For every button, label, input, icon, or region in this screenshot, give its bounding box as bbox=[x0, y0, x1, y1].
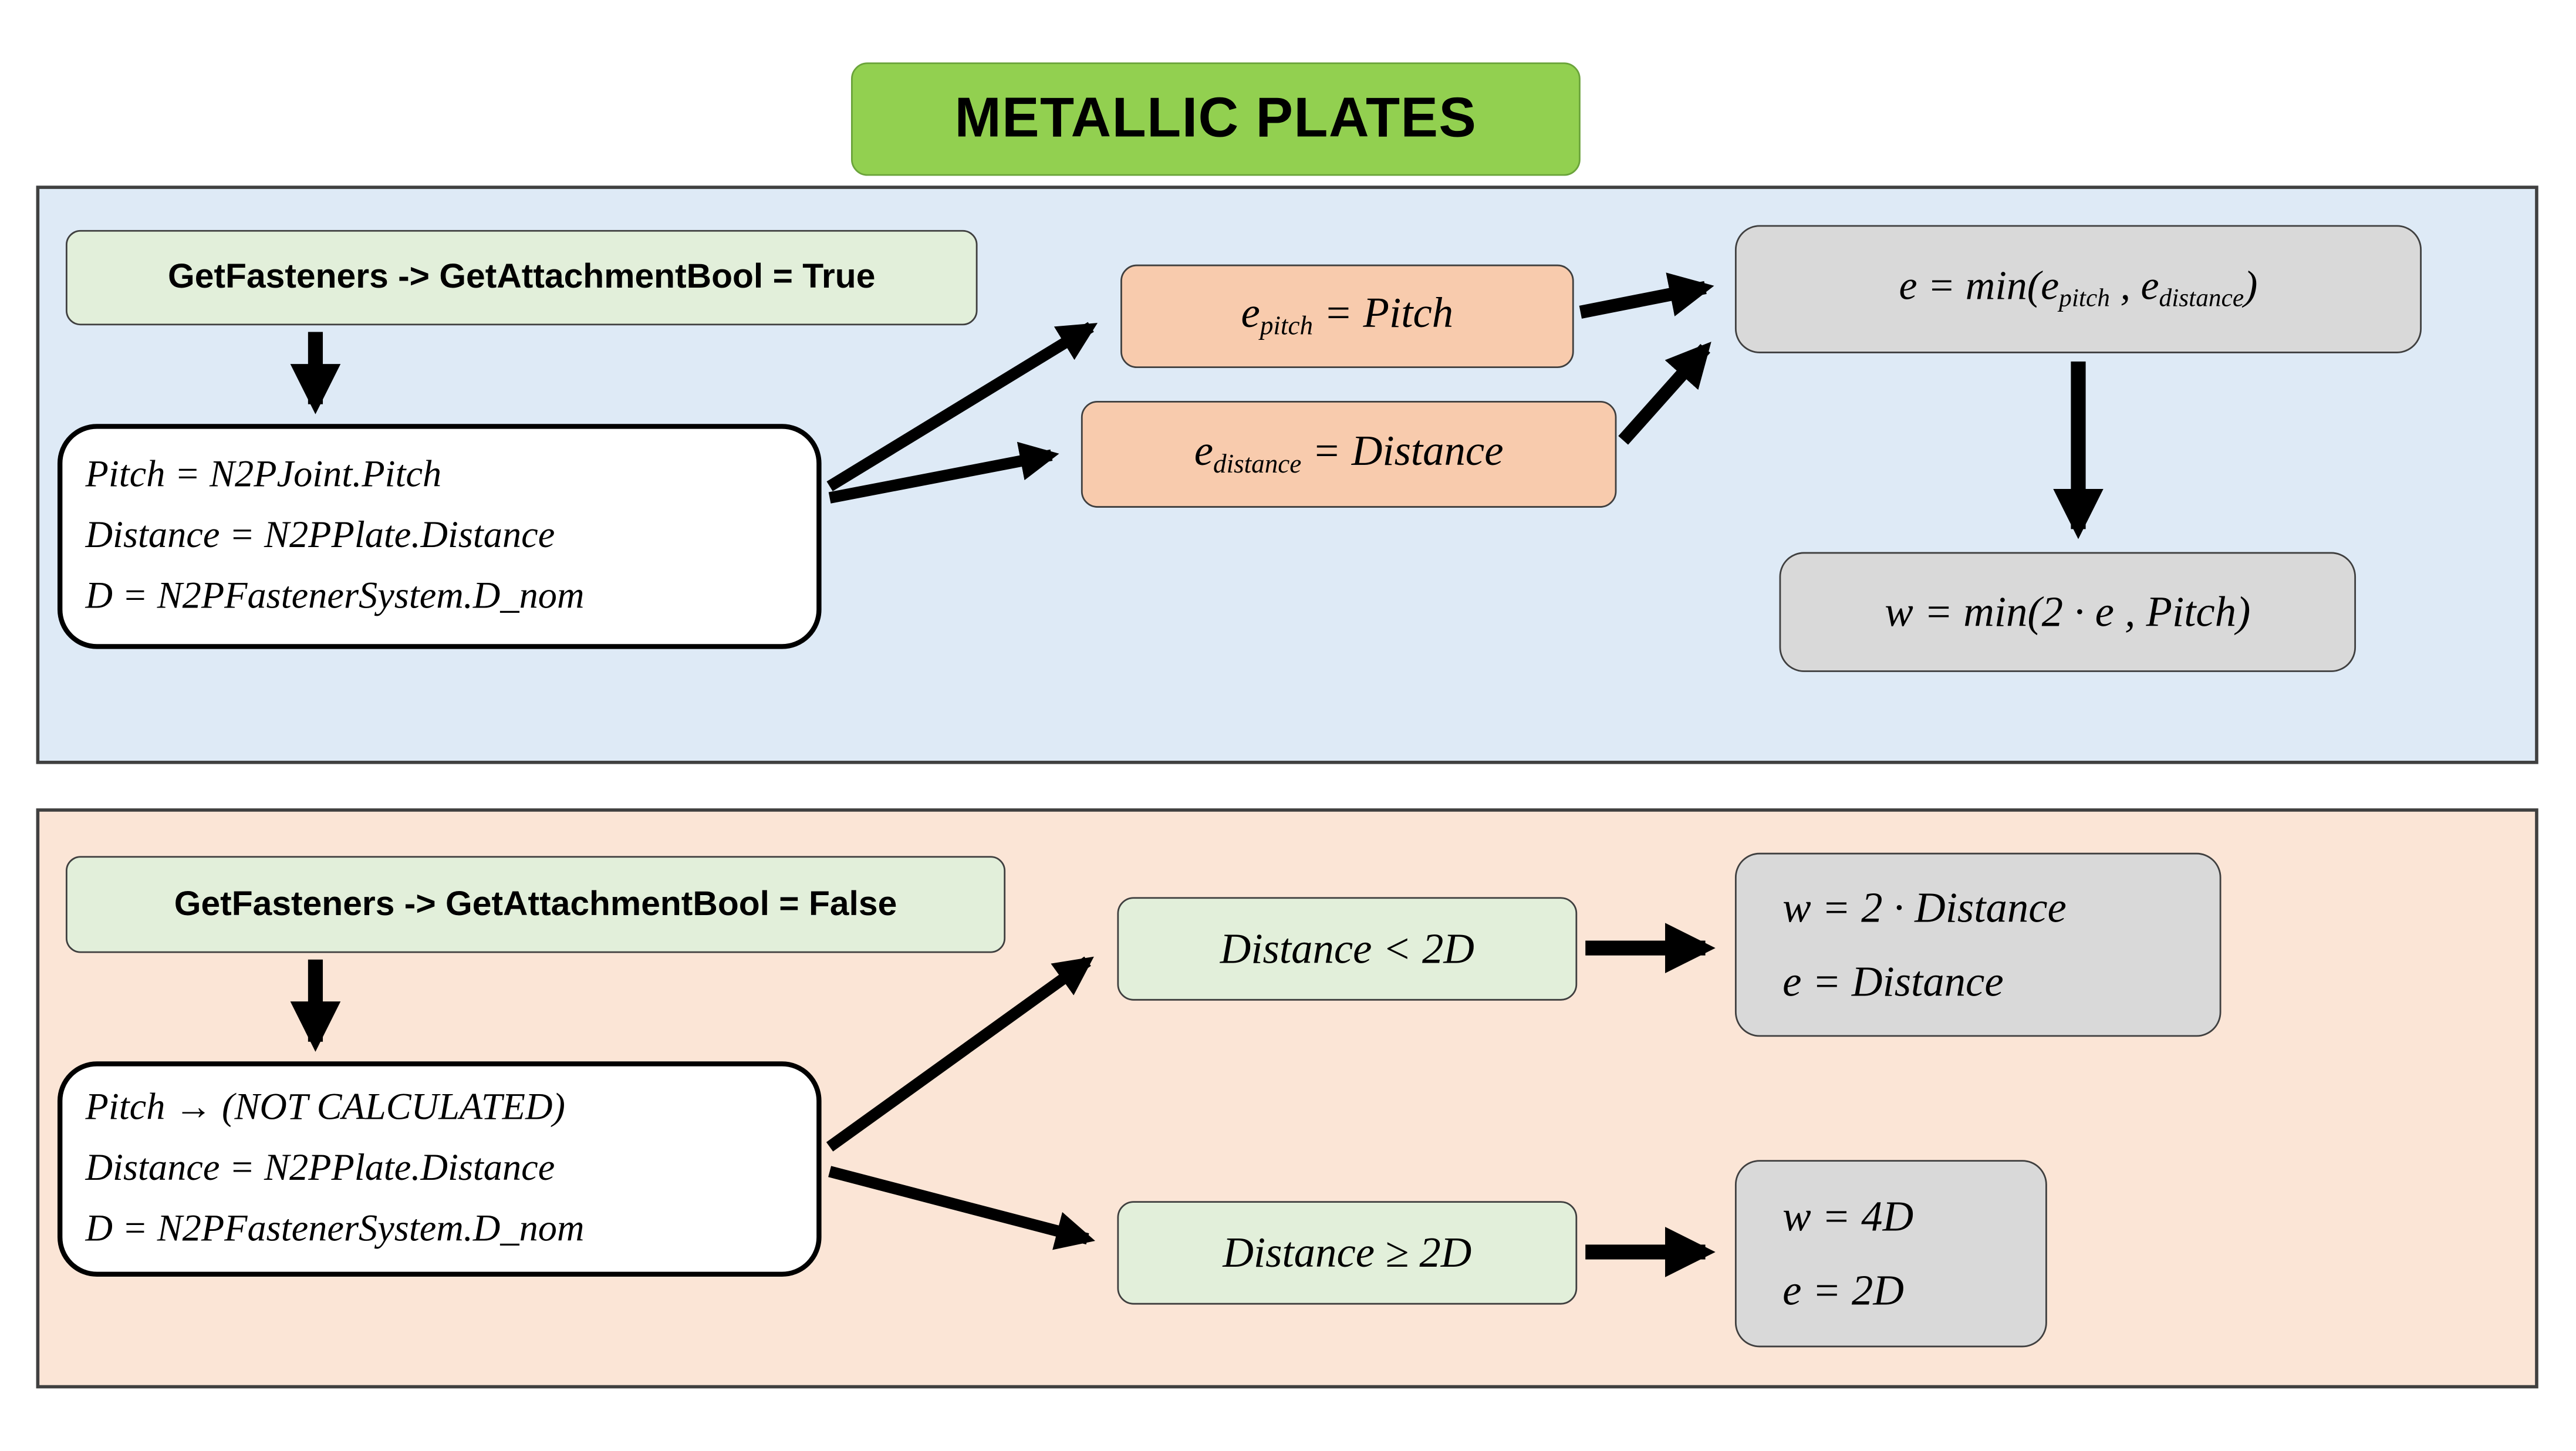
e-distance-box: edistance = Distance bbox=[1081, 401, 1617, 508]
result-line: w = 2 · Distance bbox=[1782, 883, 2067, 931]
e-min-box: e = min(epitch , edistance) bbox=[1734, 225, 2422, 353]
result-line: w = 4D bbox=[1782, 1192, 1914, 1240]
w-min-box: w = min(2 · e , Pitch) bbox=[1779, 552, 2356, 672]
inputs-true-box: Pitch = N2PJoint.Pitch Distance = N2PPla… bbox=[57, 424, 822, 649]
inputs-false-box: Pitch → (NOT CALCULATED) Distance = N2PP… bbox=[57, 1061, 822, 1277]
case-ge-label: Distance ≥ 2D bbox=[1223, 1228, 1472, 1276]
input-line: Pitch = N2PJoint.Pitch bbox=[85, 454, 442, 495]
result-line: e = 2D bbox=[1782, 1267, 1904, 1315]
e-pitch-box: epitch = Pitch bbox=[1120, 264, 1574, 369]
e-distance-formula: edistance = Distance bbox=[1194, 427, 1504, 480]
condition-true-box: GetFasteners -> GetAttachmentBool = True bbox=[65, 230, 978, 326]
input-line: D = N2PFastenerSystem.D_nom bbox=[85, 575, 585, 616]
result-lt-box: w = 2 · Distance e = Distance bbox=[1734, 852, 2221, 1037]
diagram-title: METALLIC PLATES bbox=[850, 62, 1581, 176]
w-min-formula: w = min(2 · e , Pitch) bbox=[1885, 587, 2251, 635]
condition-false-box: GetFasteners -> GetAttachmentBool = Fals… bbox=[65, 856, 1006, 953]
condition-false-label: GetFasteners -> GetAttachmentBool = Fals… bbox=[174, 885, 897, 923]
result-ge-box: w = 4D e = 2D bbox=[1734, 1160, 2047, 1348]
case-distance-lt-2d-box: Distance < 2D bbox=[1117, 897, 1578, 1001]
input-line: D = N2PFastenerSystem.D_nom bbox=[85, 1207, 585, 1249]
result-line: e = Distance bbox=[1782, 957, 2004, 1006]
e-pitch-formula: epitch = Pitch bbox=[1241, 289, 1454, 342]
input-line: Pitch → (NOT CALCULATED) bbox=[85, 1086, 565, 1128]
input-line: Distance = N2PPlate.Distance bbox=[85, 514, 555, 556]
case-lt-label: Distance < 2D bbox=[1220, 924, 1474, 972]
case-distance-ge-2d-box: Distance ≥ 2D bbox=[1117, 1201, 1578, 1305]
e-min-formula: e = min(epitch , edistance) bbox=[1899, 264, 2258, 313]
input-line: Distance = N2PPlate.Distance bbox=[85, 1147, 555, 1189]
condition-true-label: GetFasteners -> GetAttachmentBool = True bbox=[168, 258, 876, 296]
